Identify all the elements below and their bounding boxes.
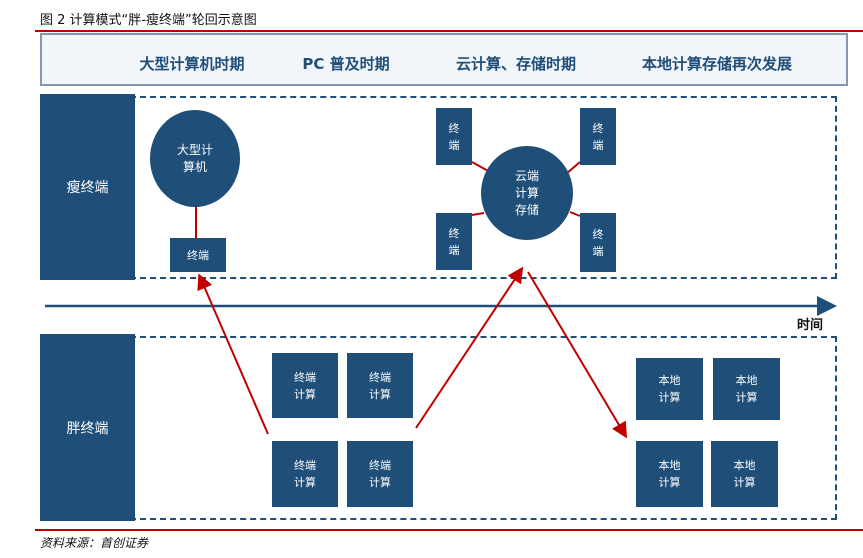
cloud-terminal: 终 端: [436, 108, 472, 165]
local-node: 本地 计算: [713, 358, 780, 420]
pc-node: 终端 计算: [272, 441, 338, 507]
period-header: [40, 33, 848, 86]
local-node: 本地 计算: [711, 441, 778, 507]
cloud-terminal: 终 端: [580, 108, 616, 165]
source-note: 资料来源：首创证券: [40, 536, 149, 550]
pc-node: 终端 计算: [272, 353, 338, 418]
period-mainframe: 大型计算机时期: [139, 55, 245, 73]
source-divider: [35, 529, 863, 531]
local-node: 本地 计算: [636, 441, 703, 507]
period-cloud: 云计算、存储时期: [455, 55, 577, 73]
fat-terminal-label: 胖终端: [40, 334, 135, 521]
pc-node: 终端 计算: [347, 353, 413, 418]
cloud-terminal: 终 端: [580, 213, 616, 272]
thin-terminal-label: 瘦终端: [40, 94, 135, 280]
title-divider: [35, 30, 863, 32]
mainframe-terminal: 终端: [170, 238, 226, 272]
mainframe-node: 大型计 算机: [150, 110, 240, 207]
cloud-terminal: 终 端: [436, 213, 472, 270]
period-pc: PC 普及时期: [302, 55, 390, 73]
figure-title: 图 2 计算模式“胖-瘦终端”轮回示意图: [40, 13, 257, 28]
cloud-node: 云端 计算 存储: [481, 146, 573, 240]
local-node: 本地 计算: [636, 358, 703, 420]
timeline-label: 时间: [797, 318, 824, 333]
period-local: 本地计算存储再次发展: [641, 55, 793, 73]
pc-node: 终端 计算: [347, 441, 413, 507]
